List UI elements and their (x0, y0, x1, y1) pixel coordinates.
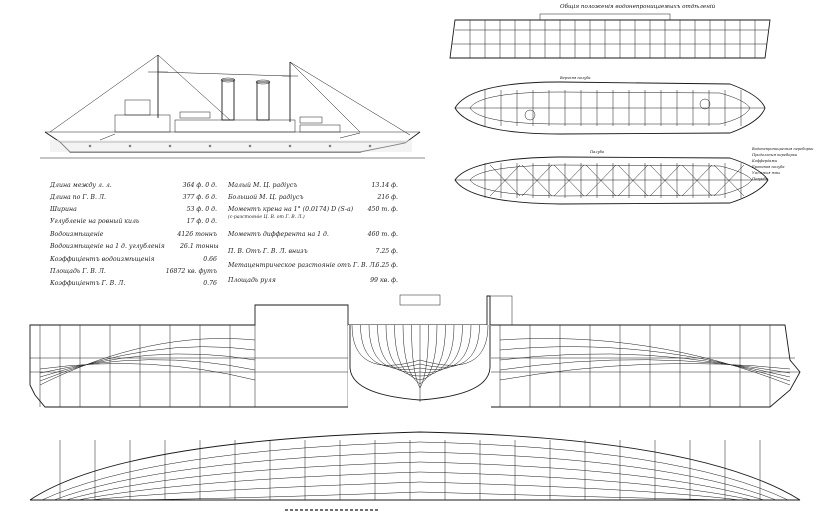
section-line (419, 324, 438, 385)
diagonal-line (585, 164, 617, 197)
buttock-line (499, 338, 791, 386)
spec-value: 99 кв. ф. (370, 277, 398, 284)
spec-value: 53 ф. 0 д. (186, 206, 217, 213)
spec-label: Длина по Г. В. Л. (50, 194, 107, 201)
section-line (411, 324, 421, 389)
section-line (419, 324, 472, 370)
upper-deck-plan (454, 81, 766, 135)
spec-value: 4126 тоннъ (177, 231, 217, 238)
buttock-line (39, 338, 256, 386)
spec-value: 377 ф. 6 д. (182, 194, 217, 201)
buttock-line (39, 353, 256, 378)
spec-value: 6.25 ф. (375, 262, 398, 269)
legend-item: Угольныя ямы (752, 171, 780, 175)
spec-value: 7.25 ф. (375, 248, 398, 255)
lower-deck-label: Палуба (590, 150, 604, 154)
spec-label: Метацентрическое разстояніе отъ Г. В. Л. (228, 262, 377, 269)
waterline-curve (101, 491, 729, 501)
section-line (351, 324, 421, 366)
buttock-line (499, 359, 791, 374)
specs-right-table: Малый М. Ц. радіусъ 13.14 ф. Большой М. Ц… (228, 182, 408, 292)
legend-item: Броневая палуба (752, 165, 785, 169)
diagonal-line (649, 164, 681, 197)
body-plan (348, 324, 491, 410)
spec-value: 450 т. ф. (367, 206, 398, 213)
spec-value: 364 ф. 0 д. (182, 182, 217, 189)
spec-label: Длина между л. л. (50, 182, 112, 189)
spec-label: Углубленіе на ровный киль (50, 218, 140, 225)
spec-label: Моментъ крена на 1° (0.0174) D (S-a) (228, 206, 354, 213)
section-line (419, 324, 429, 389)
section-line (419, 324, 446, 381)
buttock-line (499, 363, 791, 381)
waterline-curve (41, 441, 789, 501)
spec-label: П. В. Отъ Г. В. Л. внизъ (228, 248, 308, 255)
spec-label: Моментъ дифферента на 1 д. (228, 231, 329, 238)
buttock-line (499, 353, 791, 378)
section-line (419, 324, 480, 368)
section-line (385, 324, 421, 377)
spec-label: Малый М. Ц. радіусъ (228, 182, 298, 189)
diagonal-line (713, 164, 745, 197)
waterline-curve (65, 461, 765, 501)
spec-label: Большой М. Ц. радіусъ (228, 194, 304, 201)
spec-label: Коэффиціентъ водоизмѣщенія (50, 256, 155, 263)
legend: Водонепроницаемыя переборки Продольныя п… (752, 146, 813, 182)
section-line (402, 324, 421, 385)
section-line (394, 324, 421, 381)
spec-value: 216 ф. (377, 194, 398, 201)
legend-item: Коффердамы (752, 159, 778, 163)
spec-label: Водоизмѣщеніе на 1 д. углубленія (50, 243, 165, 250)
lower-deck-plan (454, 156, 769, 205)
section-line (419, 324, 489, 366)
spec-value: 0.76 (203, 280, 217, 287)
waterline-curve (53, 451, 777, 501)
buttock-line (39, 359, 256, 374)
spec-label: Площадь руля (228, 277, 276, 284)
spec-label: Коэффиціентъ Г. В. Л. (50, 280, 126, 287)
spec-label: (с-разстояніе Ц. В. от Г. В. Л.) (228, 215, 305, 220)
lines-profile (29, 294, 801, 408)
half-breadth-plan (29, 431, 801, 511)
spec-value: 13.14 ф. (371, 182, 399, 189)
section-line (377, 324, 421, 373)
legend-item: Погреба (752, 177, 768, 181)
spec-value: 26.1 тонны (180, 243, 219, 250)
spec-value: 17 ф. 0 д. (186, 218, 217, 225)
spec-value: 16872 кв. футъ (165, 268, 217, 275)
spec-label: Ширина (50, 206, 77, 213)
diagonal-line (617, 164, 649, 197)
section-line (368, 324, 421, 370)
diagonal-line (489, 164, 521, 197)
buttock-line (39, 363, 256, 381)
waterline-curve (89, 481, 741, 501)
legend-item: Водонепроницаемыя переборки (752, 147, 814, 151)
spec-label: Водоизмѣщеніе (50, 231, 104, 238)
upper-deck-label: Верхняя палуба (560, 76, 591, 80)
buttock-line (39, 346, 256, 382)
legend-item: Продольныя переборки (752, 153, 798, 157)
section-line (419, 324, 463, 373)
section-line (360, 324, 421, 368)
ship-elevation (40, 54, 425, 159)
diagonal-line (553, 164, 585, 197)
diagonal-line (521, 164, 553, 197)
compartments-profile (449, 13, 771, 59)
waterline-curve (77, 471, 753, 501)
buttock-line (499, 346, 791, 382)
diagonal-line (681, 164, 713, 197)
spec-value: 0.66 (203, 256, 217, 263)
section-line (419, 324, 455, 377)
spec-value: 460 т. ф. (367, 231, 398, 238)
spec-label: Площадь Г. В. Л. (50, 268, 106, 275)
drawing-title: Общія положенія водонепроницаемыхъ отдѣл… (560, 4, 716, 10)
specs-left-table: Длина между л. л. 364 ф. 0 д. Длина по Г.… (50, 182, 220, 292)
